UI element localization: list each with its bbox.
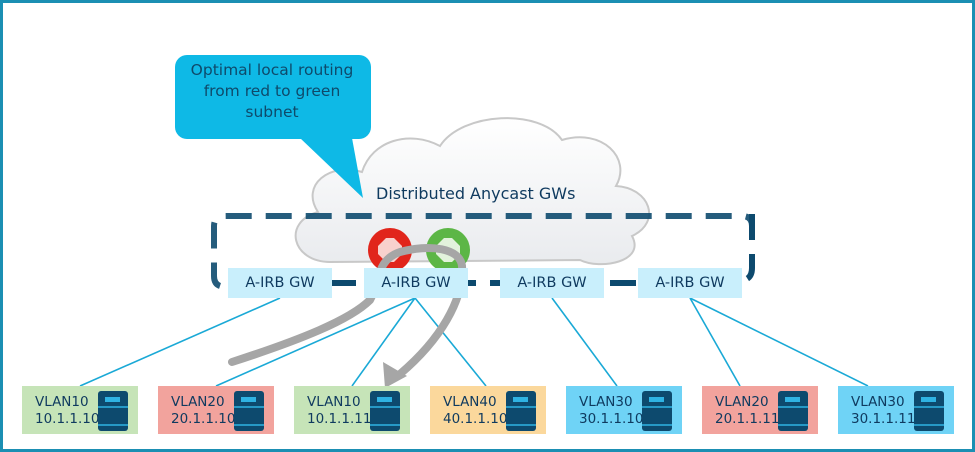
link — [351, 297, 416, 387]
server-icon — [642, 391, 672, 431]
server-icon — [370, 391, 400, 431]
server-icon — [98, 391, 128, 431]
link — [414, 297, 487, 387]
host-vlan: VLAN10 — [35, 394, 89, 410]
cloud-label: Distributed Anycast GWs — [376, 184, 576, 203]
callout-text: Optimal local routing from red to green … — [177, 60, 367, 123]
gateway-4[interactable]: A-IRB GW — [638, 268, 742, 298]
callout-bubble — [175, 55, 371, 198]
host-vlan: VLAN30 — [851, 394, 905, 410]
link — [689, 297, 741, 387]
host-ip: 10.1.1.11 — [307, 411, 372, 427]
host-ip: 10.1.1.10 — [35, 411, 100, 427]
link — [689, 297, 869, 387]
host-ip: 20.1.1.10 — [171, 411, 236, 427]
server-icon — [234, 391, 264, 431]
server-icon — [506, 391, 536, 431]
host-vlan: VLAN30 — [579, 394, 633, 410]
gateway-3[interactable]: A-IRB GW — [500, 268, 604, 298]
cloud-shape — [294, 117, 651, 266]
host-ip: 40.1.1.10 — [443, 411, 508, 427]
callout-line: Optimal local routing — [190, 61, 354, 79]
host-vlan: VLAN40 — [443, 394, 497, 410]
links — [79, 297, 869, 387]
server-icon — [914, 391, 944, 431]
link — [215, 297, 416, 387]
gateway-2[interactable]: A-IRB GW — [364, 268, 468, 298]
routing-path-arrow — [228, 244, 467, 388]
server-icon — [778, 391, 808, 431]
host-vlan: VLAN20 — [715, 394, 769, 410]
link — [551, 297, 618, 387]
host-ip: 20.1.1.11 — [715, 411, 780, 427]
host-vlan: VLAN10 — [307, 394, 361, 410]
callout-line: subnet — [245, 103, 299, 121]
gateway-1[interactable]: A-IRB GW — [228, 268, 332, 298]
host-vlan: VLAN20 — [171, 394, 225, 410]
callout-line: from red to green — [203, 82, 341, 100]
host-ip: 30.1.1.10 — [579, 411, 644, 427]
host-ip: 30.1.1.11 — [851, 411, 916, 427]
link — [79, 297, 281, 387]
